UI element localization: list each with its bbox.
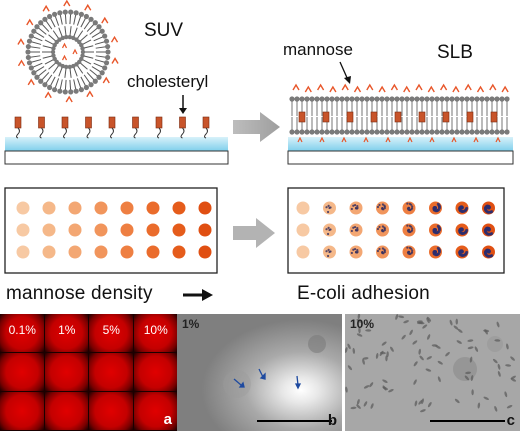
panel-c: 10% c [345,314,520,431]
density-row: mannose density E-coli adhesion [0,182,520,307]
well-label: 5% [102,323,120,337]
panel-c-tag: c [506,412,515,429]
well [44,314,88,352]
panel-b-micrograph [177,314,342,431]
mannose-arrowhead [344,76,351,84]
suv-vesicle [17,0,119,103]
slb-bilayer [289,83,510,143]
well-label: 0.1% [8,323,36,337]
cholesteryl-arrowhead [179,108,187,114]
ecoli-adhesion-dots [296,201,495,259]
adhered-bacteria [345,314,517,413]
well [133,314,177,352]
panel-a-tag: a [163,411,172,428]
panel-c-density: 10% [350,317,375,331]
well [89,353,133,391]
transform-arrow-middle [233,218,275,248]
bacteria-markers [233,368,302,390]
panel-a: 0.1% 1% 5% 10% a [0,314,178,431]
density-svg [4,187,505,301]
density-arrowhead [202,289,213,301]
well [89,392,133,430]
mannose-arrow [339,61,349,81]
well [0,314,44,352]
well [0,392,44,430]
well [0,353,44,391]
panel-c-micrograph [345,314,520,431]
transform-arrow-top [233,112,280,142]
slb-label: SLB [437,42,473,63]
schematic-top: SUV cholesteryl mannose SLB [0,0,520,175]
mannose-density-caption: mannose density [6,283,153,304]
well [133,353,177,391]
mannose-density-dots [16,201,212,259]
cholesteryl-label: cholesteryl [127,72,209,91]
panel-b-density: 1% [182,317,200,331]
ecoli-adhesion-plate [287,187,505,274]
well [89,314,133,352]
panel-b: 1% b [177,314,342,431]
well-label: 10% [143,323,168,337]
left-water-layer [5,137,228,151]
well [44,392,88,430]
panel-b-tag: b [327,412,337,429]
well-label: 1% [58,323,76,337]
ecoli-adhesion-caption: E-coli adhesion [297,283,430,304]
schematic-top-svg [4,0,514,165]
well [133,392,177,430]
mannose-label: mannose [283,40,353,59]
right-substrate [287,150,514,165]
well [44,353,88,391]
left-cholesteryl-anchors [14,116,210,139]
suv-label: SUV [144,20,184,41]
left-substrate [4,150,229,165]
right-water-layer [288,137,513,151]
